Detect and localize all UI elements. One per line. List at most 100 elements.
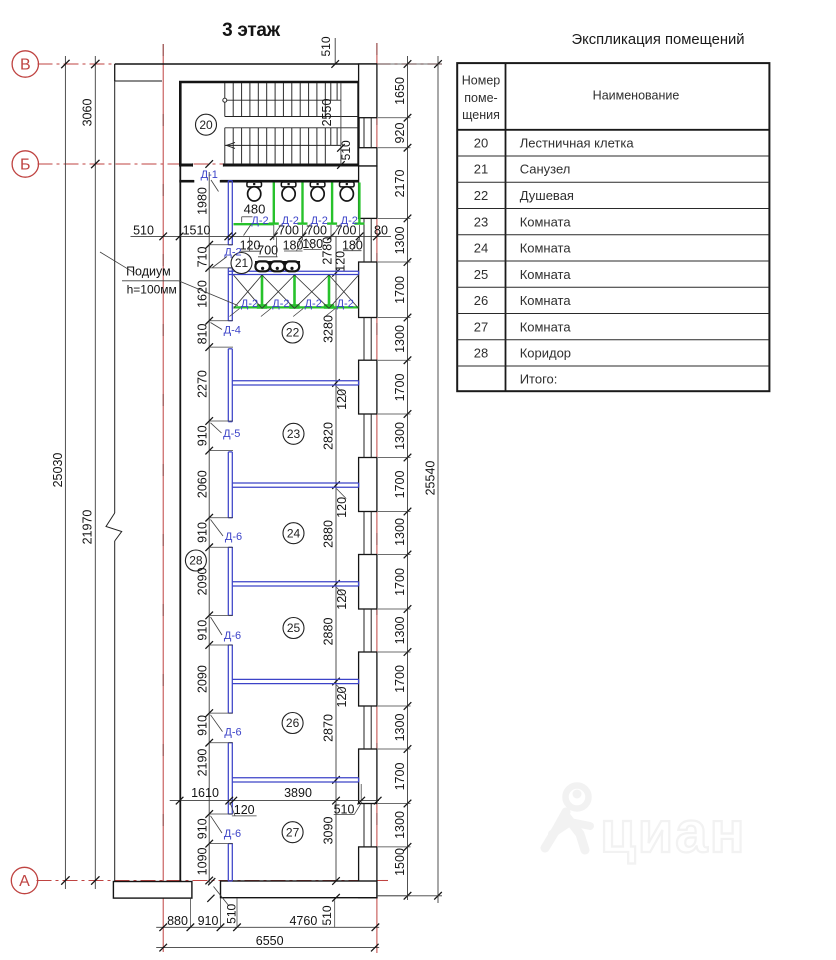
svg-text:Экспликация помещений: Экспликация помещений bbox=[571, 32, 744, 48]
svg-text:1300: 1300 bbox=[393, 617, 407, 645]
svg-text:1620: 1620 bbox=[196, 280, 210, 308]
svg-text:910: 910 bbox=[196, 620, 210, 641]
svg-text:2090: 2090 bbox=[196, 665, 210, 693]
svg-text:23: 23 bbox=[287, 427, 301, 441]
svg-text:26: 26 bbox=[474, 293, 488, 308]
svg-text:22: 22 bbox=[286, 326, 300, 340]
svg-text:910: 910 bbox=[198, 914, 219, 928]
svg-text:180: 180 bbox=[342, 238, 363, 252]
svg-text:20: 20 bbox=[474, 136, 488, 151]
svg-text:24: 24 bbox=[474, 241, 488, 256]
svg-text:Итого:: Итого: bbox=[520, 371, 558, 386]
svg-text:Д-2: Д-2 bbox=[341, 215, 358, 227]
svg-text:510: 510 bbox=[225, 903, 239, 923]
svg-text:Комната: Комната bbox=[520, 241, 572, 256]
svg-text:510: 510 bbox=[133, 224, 154, 238]
svg-text:Подиум: Подиум bbox=[126, 265, 171, 279]
svg-text:Душевая: Душевая bbox=[520, 188, 574, 203]
svg-text:510: 510 bbox=[319, 36, 333, 56]
svg-text:510: 510 bbox=[320, 905, 334, 925]
svg-text:120: 120 bbox=[334, 251, 348, 272]
svg-text:3090: 3090 bbox=[321, 817, 335, 845]
svg-text:3890: 3890 bbox=[284, 786, 312, 800]
svg-text:27: 27 bbox=[286, 825, 300, 839]
svg-text:В: В bbox=[20, 57, 31, 74]
svg-text:2550: 2550 bbox=[320, 99, 334, 127]
svg-text:Комната: Комната bbox=[520, 319, 572, 334]
svg-text:4760: 4760 bbox=[289, 914, 317, 928]
svg-text:910: 910 bbox=[196, 425, 210, 446]
svg-text:120: 120 bbox=[335, 589, 349, 610]
svg-text:Комната: Комната bbox=[520, 214, 572, 229]
svg-text:26: 26 bbox=[286, 716, 300, 730]
svg-text:920: 920 bbox=[393, 123, 407, 144]
svg-text:21: 21 bbox=[474, 162, 488, 177]
svg-text:2090: 2090 bbox=[196, 567, 210, 595]
svg-text:3060: 3060 bbox=[80, 99, 94, 127]
svg-text:810: 810 bbox=[196, 324, 210, 345]
svg-text:Д-6: Д-6 bbox=[224, 828, 241, 840]
svg-text:1700: 1700 bbox=[393, 276, 407, 304]
svg-text:Д-2: Д-2 bbox=[311, 215, 328, 227]
svg-text:2780: 2780 bbox=[320, 237, 334, 265]
svg-text:700: 700 bbox=[306, 224, 327, 238]
svg-text:700: 700 bbox=[336, 224, 357, 238]
svg-text:Коридор: Коридор bbox=[520, 346, 571, 361]
svg-text:Д-2: Д-2 bbox=[251, 215, 268, 227]
svg-text:1090: 1090 bbox=[196, 847, 210, 875]
svg-text:25: 25 bbox=[474, 267, 488, 282]
svg-text:Д-6: Д-6 bbox=[225, 531, 242, 543]
svg-text:2190: 2190 bbox=[196, 749, 210, 777]
svg-text:Номер: Номер bbox=[462, 74, 501, 88]
svg-text:700: 700 bbox=[278, 224, 299, 238]
svg-text:1700: 1700 bbox=[393, 763, 407, 791]
svg-text:6550: 6550 bbox=[256, 934, 284, 948]
svg-text:910: 910 bbox=[196, 715, 210, 736]
svg-text:Д-5: Д-5 bbox=[223, 428, 240, 440]
svg-text:120: 120 bbox=[335, 687, 349, 708]
svg-text:28: 28 bbox=[189, 554, 203, 568]
svg-text:27: 27 bbox=[474, 319, 488, 334]
svg-text:Наименование: Наименование bbox=[593, 89, 680, 103]
svg-text:1300: 1300 bbox=[393, 811, 407, 839]
svg-text:1300: 1300 bbox=[393, 422, 407, 450]
svg-text:20: 20 bbox=[199, 118, 213, 132]
svg-text:480: 480 bbox=[244, 201, 266, 216]
svg-text:120: 120 bbox=[240, 239, 261, 253]
svg-text:120: 120 bbox=[335, 389, 349, 410]
svg-text:2270: 2270 bbox=[196, 370, 210, 398]
svg-text:28: 28 bbox=[474, 346, 488, 361]
svg-text:2880: 2880 bbox=[321, 520, 335, 548]
svg-text:щения: щения bbox=[462, 108, 500, 122]
svg-text:Д-6: Д-6 bbox=[224, 630, 241, 642]
svg-text:Д-2: Д-2 bbox=[224, 247, 241, 259]
svg-text:23: 23 bbox=[474, 214, 488, 229]
svg-text:1700: 1700 bbox=[393, 568, 407, 596]
svg-text:21970: 21970 bbox=[80, 510, 94, 545]
svg-text:Комната: Комната bbox=[520, 293, 572, 308]
svg-text:Д-4: Д-4 bbox=[224, 324, 241, 336]
svg-text:21: 21 bbox=[235, 256, 249, 270]
svg-text:Д-2: Д-2 bbox=[305, 298, 322, 310]
svg-text:1510: 1510 bbox=[183, 224, 211, 238]
svg-text:1980: 1980 bbox=[196, 187, 210, 215]
svg-text:3280: 3280 bbox=[321, 315, 335, 343]
svg-text:1300: 1300 bbox=[393, 227, 407, 255]
svg-text:910: 910 bbox=[196, 522, 210, 543]
svg-text:Санузел: Санузел bbox=[520, 162, 571, 177]
svg-text:910: 910 bbox=[196, 818, 210, 839]
svg-text:120: 120 bbox=[335, 497, 349, 518]
svg-text:2820: 2820 bbox=[321, 422, 335, 450]
svg-text:Комната: Комната bbox=[520, 267, 572, 282]
svg-text:Д-2: Д-2 bbox=[337, 298, 354, 310]
svg-text:710: 710 bbox=[196, 247, 210, 268]
svg-text:510: 510 bbox=[339, 140, 353, 160]
svg-text:180: 180 bbox=[283, 239, 304, 253]
svg-text:1300: 1300 bbox=[393, 325, 407, 353]
svg-text:25: 25 bbox=[287, 621, 301, 635]
svg-text:1700: 1700 bbox=[393, 374, 407, 402]
svg-text:24: 24 bbox=[287, 526, 301, 540]
svg-text:2880: 2880 bbox=[321, 618, 335, 646]
svg-text:2170: 2170 bbox=[393, 170, 407, 198]
svg-text:25540: 25540 bbox=[423, 461, 437, 496]
